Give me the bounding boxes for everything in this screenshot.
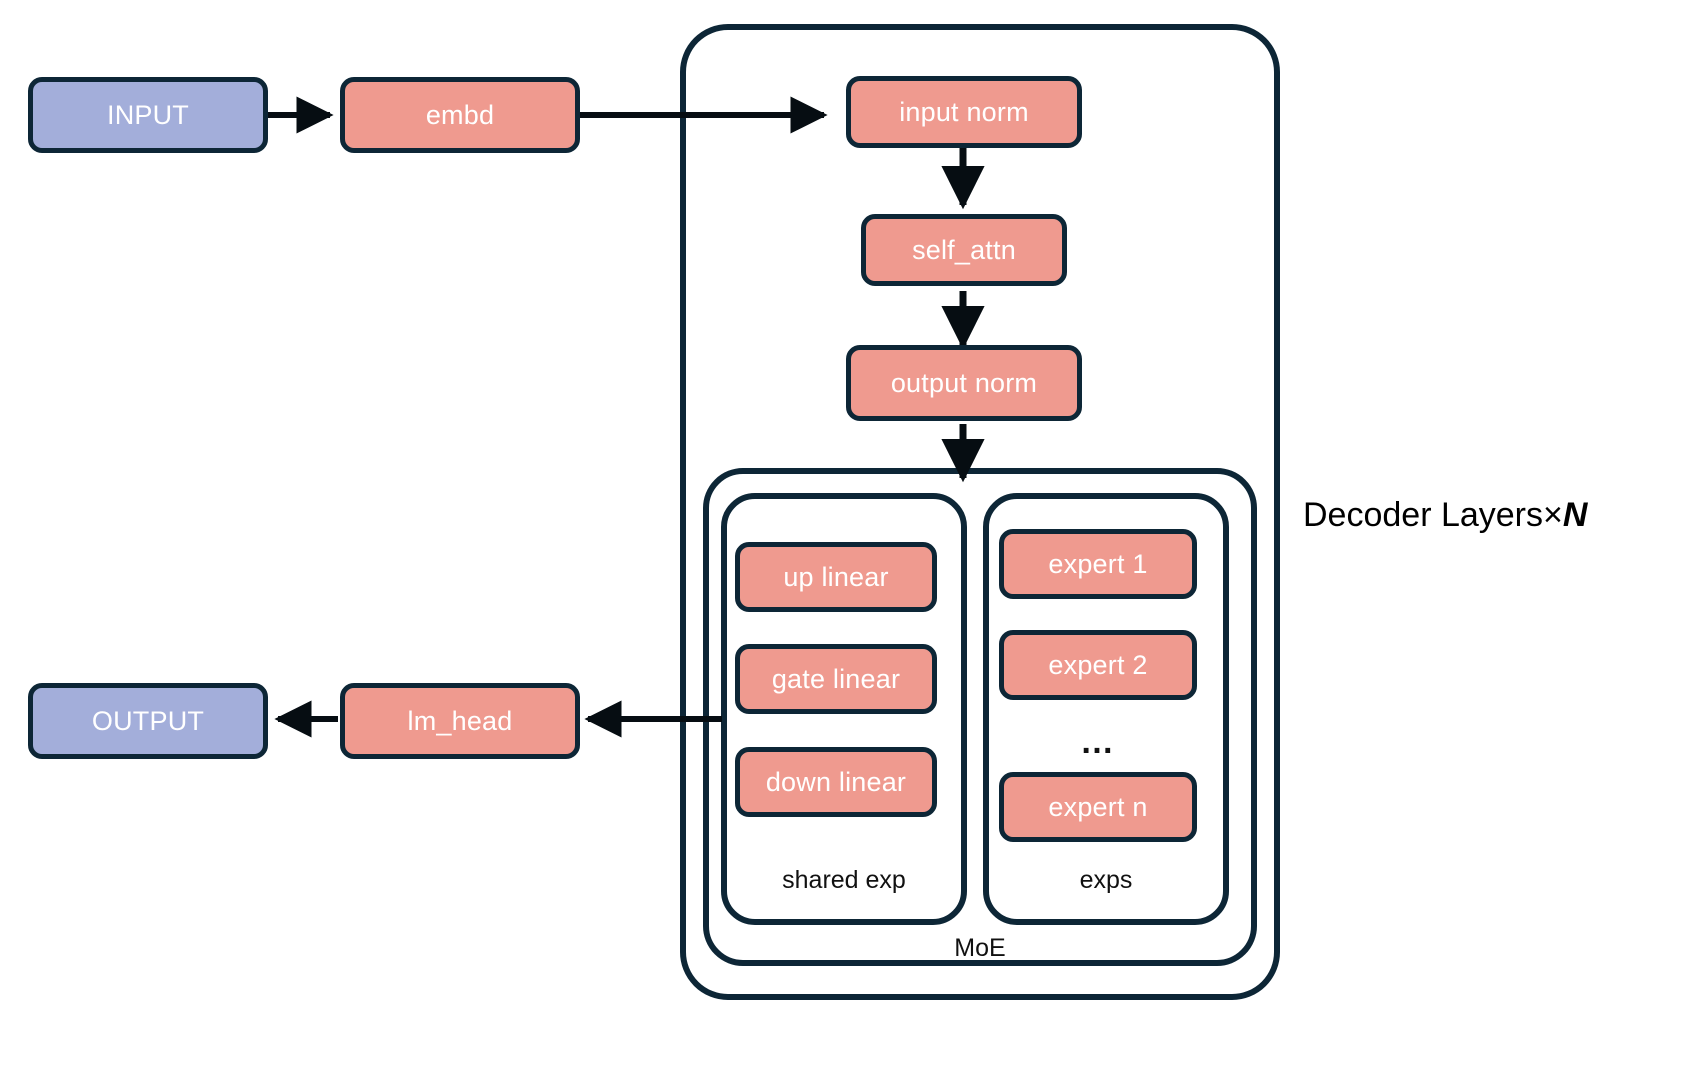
decoder-layers-caption: Decoder Layers×N: [1303, 498, 1587, 532]
node-up-linear[interactable]: up linear: [735, 542, 937, 612]
node-output[interactable]: OUTPUT: [28, 683, 268, 759]
node-input-norm[interactable]: input norm: [846, 76, 1082, 148]
node-gate-linear[interactable]: gate linear: [735, 644, 937, 714]
node-down-linear[interactable]: down linear: [735, 747, 937, 817]
node-expert-1[interactable]: expert 1: [999, 529, 1197, 599]
experts-group: [983, 493, 1229, 925]
experts-ellipsis: …: [1080, 723, 1116, 761]
node-lm-head[interactable]: lm_head: [340, 683, 580, 759]
decoder-layers-caption-variable: N: [1562, 496, 1588, 534]
experts-group-label: exps: [1079, 866, 1133, 894]
node-embd[interactable]: embd: [340, 77, 580, 153]
node-expert-n[interactable]: expert n: [999, 772, 1197, 842]
node-output-norm[interactable]: output norm: [846, 345, 1082, 421]
moe-group-label: MoE: [954, 934, 1006, 962]
shared-expert-group: [721, 493, 967, 925]
node-input[interactable]: INPUT: [28, 77, 268, 153]
node-self-attn[interactable]: self_attn: [861, 214, 1067, 286]
node-expert-2[interactable]: expert 2: [999, 630, 1197, 700]
decoder-layers-group: [680, 24, 1280, 1000]
decoder-layers-caption-text: Decoder Layers×: [1303, 496, 1563, 534]
shared-expert-group-label: shared exp: [782, 866, 906, 894]
